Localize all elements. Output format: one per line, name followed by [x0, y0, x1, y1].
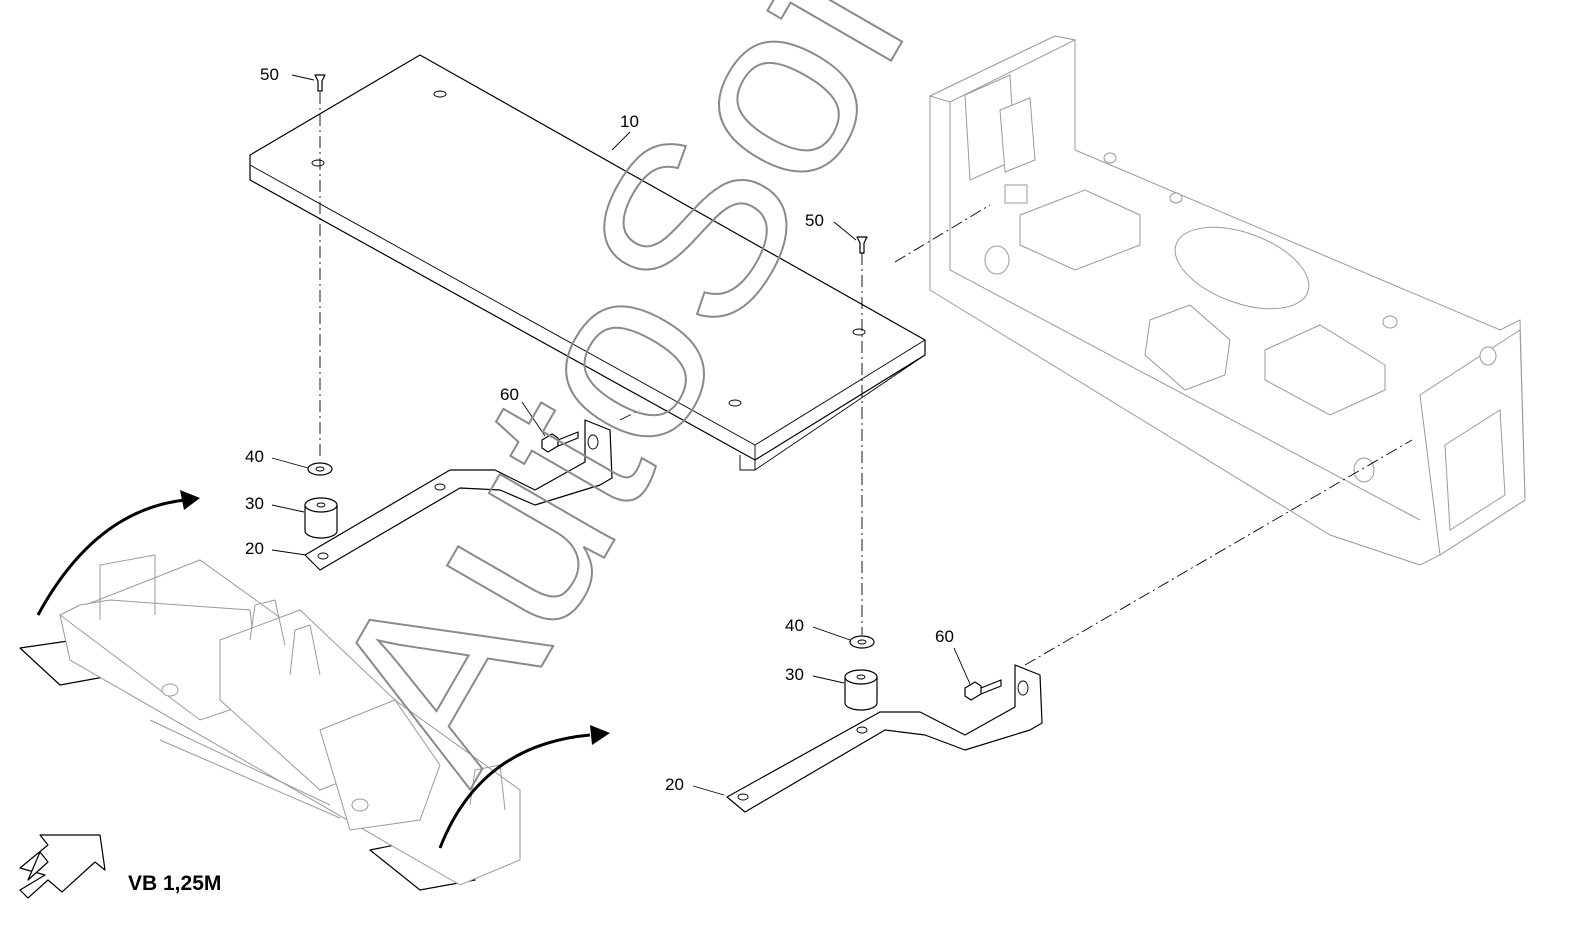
callout-60-upper: 60: [500, 385, 519, 404]
callout-leaders: [271, 74, 971, 796]
callout-40-lower: 40: [785, 616, 804, 635]
callout-10: 10: [620, 112, 639, 131]
machine-frame: [928, 35, 1526, 566]
view-label: VB 1,25M: [128, 872, 221, 895]
callout-20-upper: 20: [245, 539, 264, 558]
fasteners: [304, 74, 1002, 711]
callout-50-upper: 50: [260, 65, 279, 84]
callout-60-lower: 60: [935, 627, 954, 646]
assembly-center-lines: [319, 92, 1413, 666]
callout-50-lower: 50: [805, 211, 824, 230]
callout-40-upper: 40: [245, 447, 264, 466]
mounting-bracket-upper: [304, 419, 613, 571]
callout-20-lower: 20: [665, 775, 684, 794]
cover-plate: [249, 54, 926, 471]
callout-30-upper: 30: [245, 494, 264, 513]
mounting-bracket-lower: [726, 664, 1043, 813]
callout-30-lower: 30: [785, 665, 804, 684]
view-direction-arrow-icon: [19, 834, 106, 899]
machine-overview: [19, 490, 610, 891]
callout-labels: 50 50 10 60 60 40 40 30 30 20 20: [245, 65, 954, 794]
